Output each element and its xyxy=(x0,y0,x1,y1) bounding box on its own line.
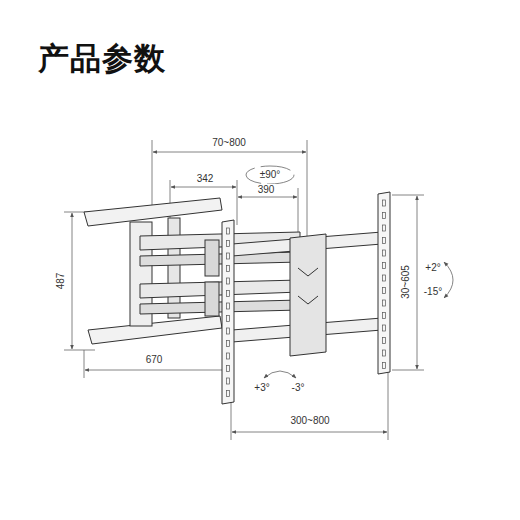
rail-hole xyxy=(383,263,386,269)
rail-hole xyxy=(383,288,386,294)
dimension-label: 300~800 xyxy=(288,415,331,427)
rail-hole xyxy=(383,350,386,356)
rail-hole xyxy=(383,300,386,306)
rail-hole xyxy=(383,250,386,256)
dimension-label: +2° xyxy=(423,262,442,274)
rail-hole xyxy=(383,313,386,319)
dimension-label: 30~605 xyxy=(400,263,412,301)
rail-hole xyxy=(227,391,230,397)
rail-hole xyxy=(227,266,230,272)
rail-hole xyxy=(227,278,230,284)
rail-hole xyxy=(227,353,230,359)
rail-hole xyxy=(227,378,230,384)
rail-hole xyxy=(383,225,386,231)
dimension-label: 70~800 xyxy=(210,137,248,149)
rail-hole xyxy=(227,228,230,234)
dimension-label: 390 xyxy=(256,184,277,196)
dimension-label: 342 xyxy=(195,173,216,185)
dimension-lines xyxy=(64,140,453,440)
rail-hole xyxy=(383,275,386,281)
dimension-label: ±90° xyxy=(258,169,283,181)
rail-hole xyxy=(383,238,386,244)
rail-hole xyxy=(227,328,230,334)
rail-hole xyxy=(227,366,230,372)
page-title: 产品参数 xyxy=(38,38,166,80)
rail-hole xyxy=(383,325,386,331)
dimension-label: -3° xyxy=(290,382,307,394)
rail-hole xyxy=(383,363,386,369)
rail-hole xyxy=(227,316,230,322)
rail-hole xyxy=(227,291,230,297)
rail-hole xyxy=(383,338,386,344)
rail-hole xyxy=(227,341,230,347)
dimension-label: -15° xyxy=(422,286,444,298)
dimension-label: 670 xyxy=(144,354,165,366)
rail-hole xyxy=(383,200,386,206)
mount-illustration xyxy=(84,192,390,404)
rail-hole xyxy=(227,303,230,309)
rail-hole xyxy=(227,241,230,247)
rail-hole xyxy=(227,253,230,259)
rail-hole xyxy=(383,213,386,219)
dimension-label: +3° xyxy=(252,382,271,394)
dimension-label: 487 xyxy=(55,271,67,292)
